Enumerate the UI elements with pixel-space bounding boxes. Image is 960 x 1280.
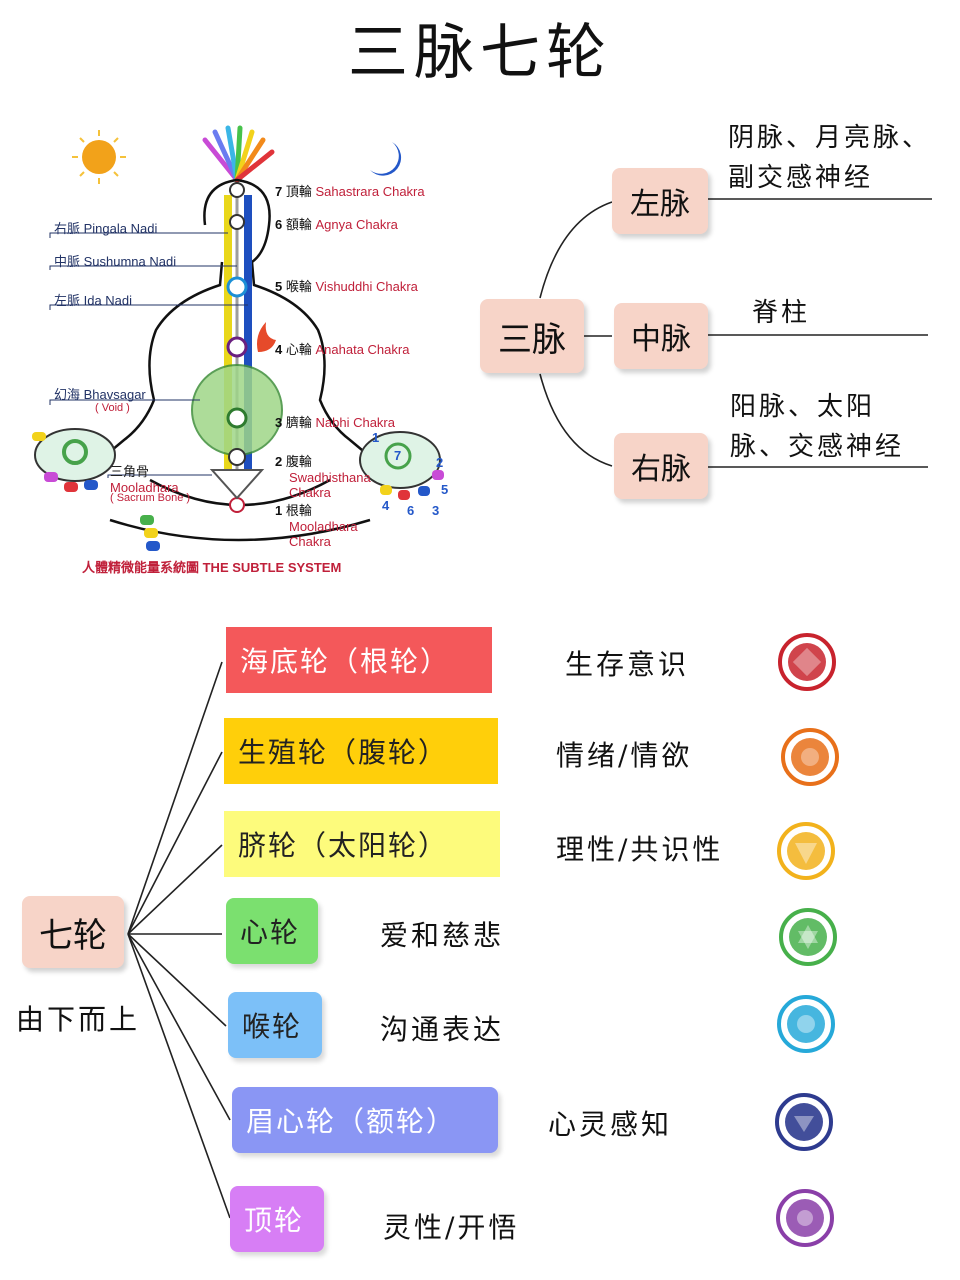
left-channel-note: 阴脉、月亮脉、 副交感神经 <box>728 123 932 193</box>
chakra-bar-brow: 眉心轮（额轮） <box>232 1087 498 1153</box>
chakra-label-6: 6 額輪 Agnya Chakra <box>275 217 398 232</box>
figure-caption: 人體精微能量系統圖 THE SUBTLE SYSTEM <box>82 560 342 575</box>
hand-number-4: 4 <box>382 498 390 513</box>
sun-icon <box>72 130 126 184</box>
pingala-label: 右脈 Pingala Nadi <box>54 221 158 236</box>
hand-number-1: 1 <box>372 430 380 445</box>
seven-chakras-root: 七轮 <box>22 896 124 968</box>
chakra-bar-throat: 喉轮 <box>228 992 322 1058</box>
crown-rays <box>202 125 275 183</box>
chakra-bar-heart: 心轮 <box>226 898 318 964</box>
ida-label: 左脈 Ida Nadi <box>54 293 133 308</box>
hand-number-center: 7 <box>394 448 402 463</box>
chakra-bar-solar: 脐轮（太阳轮） <box>224 811 500 877</box>
sushumna-label: 中脈 Sushumna Nadi <box>54 254 177 269</box>
sacrum-bone-label: ( Sacrum Bone ) <box>110 492 191 504</box>
flame-icon <box>257 322 276 352</box>
page-title: 三脉七轮 <box>348 18 612 88</box>
chakra-bar-sacral: 生殖轮（腹轮） <box>224 718 498 784</box>
chakra-bar-root: 海底轮（根轮） <box>226 627 492 693</box>
three-channels-root: 三脉 <box>480 299 584 373</box>
foot <box>140 515 160 551</box>
chakra-points <box>209 182 265 513</box>
hand-number-5: 5 <box>441 482 449 497</box>
center-channel-node: 中脉 <box>614 303 708 369</box>
hand-number-6: 6 <box>407 503 415 518</box>
sacrum-cn-label: 三角骨 <box>110 464 150 479</box>
chakra-desc-heart: 爱和慈悲 <box>380 919 505 952</box>
mooladhara-left-label: Mooladhara <box>110 480 179 495</box>
right-channel-note: 阳脉、太阳 脉、交感神经 <box>730 392 905 462</box>
moon-icon <box>370 142 402 176</box>
right-hand <box>359 431 444 500</box>
right-channel-node: 右脉 <box>614 433 708 499</box>
seven-chakras-subtitle: 由下而上 <box>16 1003 141 1036</box>
chakra-label-3: 3 臍輪 Nabhi Chakra <box>275 415 395 430</box>
left-leaders <box>49 232 248 478</box>
left-channel-node: 左脉 <box>612 168 708 234</box>
chakra-desc-brow: 心灵感知 <box>548 1108 673 1141</box>
chakra-desc-solar: 理性/共识性 <box>556 833 724 866</box>
void-label: ( Void ) <box>95 402 130 414</box>
chakra-bar-crown: 顶轮 <box>230 1186 324 1252</box>
center-channel-note: 脊柱 <box>752 298 811 328</box>
chakra-label-7: 7 頂輪 Sahastrara Chakra <box>275 184 425 199</box>
chakra-desc-crown: 灵性/开悟 <box>383 1211 520 1244</box>
chakra-desc-throat: 沟通表达 <box>380 1013 505 1046</box>
chakra-label-5: 5 喉輪 Vishuddhi Chakra <box>275 279 418 294</box>
body-outline <box>93 178 381 542</box>
chakra-label-4: 4 心輪 Anahata Chakra <box>275 342 410 357</box>
chakra-desc-sacral: 情绪/情欲 <box>556 739 693 772</box>
bhavsagar-label: 幻海 Bhavsagar <box>54 387 146 402</box>
left-hand <box>32 428 116 492</box>
chakra-desc-root: 生存意识 <box>565 648 690 681</box>
hand-number-3: 3 <box>432 503 440 518</box>
hand-number-2: 2 <box>436 455 444 470</box>
